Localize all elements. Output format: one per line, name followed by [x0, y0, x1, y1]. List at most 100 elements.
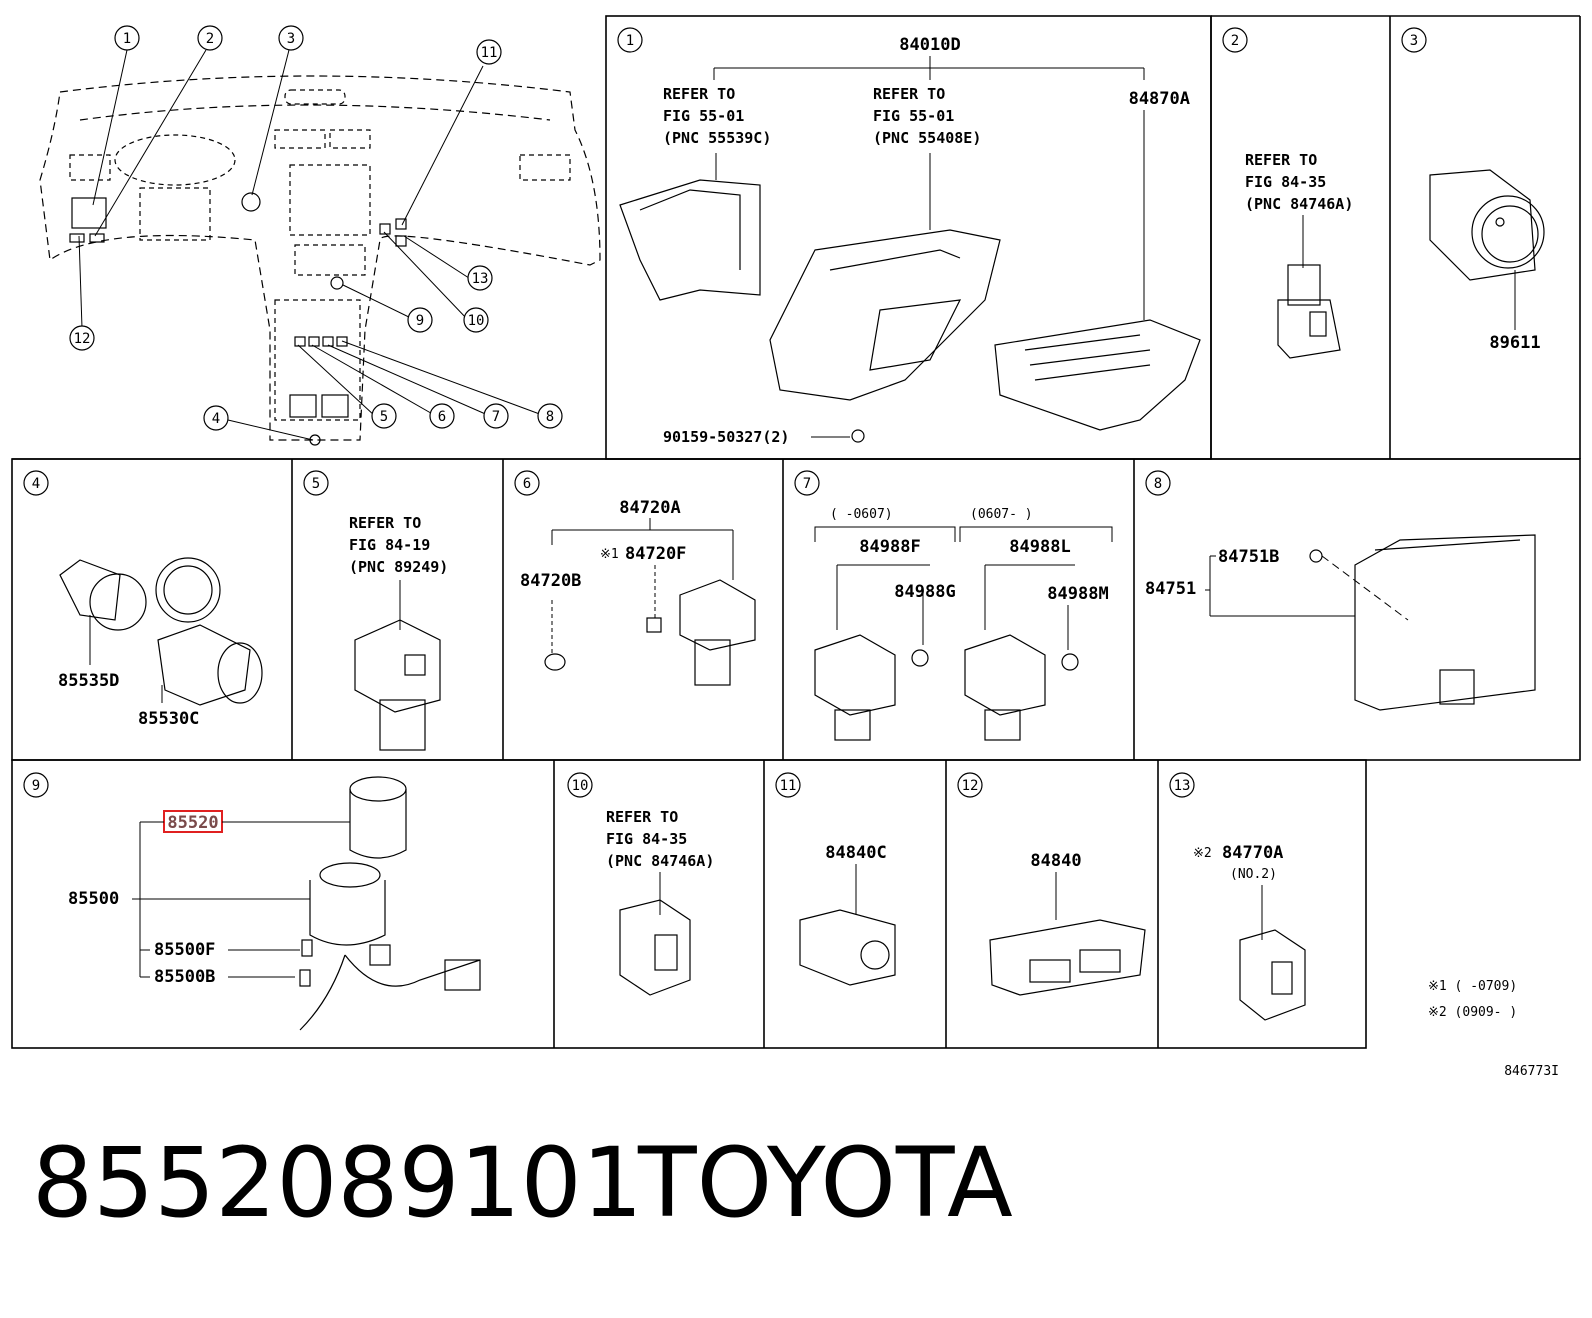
- p5-refer-2: FIG 84-19: [349, 536, 430, 554]
- p7-range-b: (0607- ): [970, 507, 1033, 522]
- part-85530C: 85530C: [138, 709, 199, 729]
- panel-10: 10 REFER TO FIG 84-35 (PNC 84746A): [567, 772, 714, 996]
- p6-switch-drawing: [544, 579, 756, 686]
- part-85535D: 85535D: [58, 671, 119, 691]
- callout-6: 6: [438, 409, 446, 425]
- p1-refer-b-3: (PNC 55408E): [873, 129, 981, 147]
- part-85500B: 85500B: [154, 967, 215, 987]
- part-85520-highlighted: 85520: [167, 813, 218, 833]
- panel-9: 9 85520 85500 85500F 85500B: [23, 772, 481, 1031]
- panel-11-index: 11: [780, 778, 797, 794]
- p10-switch-drawing: [619, 899, 691, 996]
- part-84988M: 84988M: [1047, 584, 1108, 604]
- p1-refer-a-3: (PNC 55539C): [663, 129, 771, 147]
- panel-13: 13 ※2 84770A (NO.2): [1169, 772, 1306, 1021]
- callout-2: 2: [206, 31, 214, 47]
- part-84988L: 84988L: [1009, 537, 1070, 557]
- panel-2-index: 2: [1231, 33, 1239, 49]
- p1-refer-a-2: FIG 55-01: [663, 107, 744, 125]
- dashboard-overview: [39, 75, 601, 446]
- part-84770A: 84770A: [1222, 843, 1283, 863]
- p10-refer-2: FIG 84-35: [606, 830, 687, 848]
- callout-1: 1: [123, 31, 131, 47]
- overview-leaders: [78, 49, 546, 441]
- callout-11: 11: [481, 45, 498, 61]
- part-84751: 84751: [1145, 579, 1196, 599]
- callout-8: 8: [546, 409, 554, 425]
- panel-12: 12 84840: [957, 772, 1146, 996]
- panel-11: 11 84840C: [775, 772, 896, 986]
- note-1: ※1 ( -0709): [1428, 979, 1517, 994]
- panel-13-index: 13: [1174, 778, 1191, 794]
- panel-8-index: 8: [1154, 476, 1162, 492]
- p2-switch-drawing: [1277, 264, 1341, 359]
- panel-9-index: 9: [32, 778, 40, 794]
- callout-12: 12: [74, 331, 91, 347]
- panel-3-index: 3: [1410, 33, 1418, 49]
- panel-5: 5 REFER TO FIG 84-19 (PNC 89249): [303, 470, 448, 751]
- p1-screw: 90159-50327(2): [663, 428, 789, 446]
- part-84988G: 84988G: [894, 582, 955, 602]
- p7-range-a: ( -0607): [830, 507, 893, 522]
- notes: ※1 ( -0709) ※2 (0909- ) 846773I: [1428, 979, 1559, 1079]
- footer-brand: TOYOTA: [638, 1127, 1013, 1239]
- p6-note-mark: ※1: [600, 547, 619, 562]
- panel-1-index: 1: [626, 33, 634, 49]
- figure-code: 846773I: [1504, 1064, 1559, 1079]
- panel-3: 3 89611: [1401, 27, 1545, 353]
- part-89611: 89611: [1489, 333, 1540, 353]
- p13-switch-drawing: [1239, 929, 1306, 1021]
- callout-7: 7: [492, 409, 500, 425]
- panel-4: 4 85535D 85530C: [23, 470, 263, 729]
- p5-refer-3: (PNC 89249): [349, 558, 448, 576]
- part-85500: 85500: [68, 889, 119, 909]
- part-85500F: 85500F: [154, 940, 215, 960]
- p3-start-button-drawing: [1429, 169, 1545, 281]
- p1-console-drawing: [619, 179, 1201, 443]
- p2-refer-1: REFER TO: [1245, 151, 1317, 169]
- p1-refer-b-1: REFER TO: [873, 85, 945, 103]
- p9-lighter-drawing: [299, 776, 481, 1031]
- parts-diagram: 1 2 3 4 5 6 7 8 9 10 11 12 13 1 84010D R…: [11, 15, 1581, 1079]
- part-84720B: 84720B: [520, 571, 581, 591]
- p8-ecu-drawing: [1309, 534, 1536, 711]
- panel-6: 6 84720A ※1 84720F 84720B: [514, 470, 756, 686]
- callout-10: 10: [468, 313, 485, 329]
- note-2: ※2 (0909- ): [1428, 1005, 1517, 1020]
- overview-callout-numbers: 1 2 3 4 5 6 7 8 9 10 11 12 13: [74, 31, 555, 427]
- panel-1: 1 84010D REFER TO FIG 55-01 (PNC 55539C)…: [617, 27, 1201, 446]
- p13-sub: (NO.2): [1230, 867, 1277, 882]
- panel-12-index: 12: [962, 778, 979, 794]
- p2-refer-2: FIG 84-35: [1245, 173, 1326, 191]
- panel-borders: [11, 15, 1581, 1049]
- p1-refer-a-1: REFER TO: [663, 85, 735, 103]
- part-84751B: 84751B: [1218, 547, 1279, 567]
- p1-refer-b-2: FIG 55-01: [873, 107, 954, 125]
- callout-13: 13: [472, 271, 489, 287]
- callout-9: 9: [416, 313, 424, 329]
- panel-5-index: 5: [312, 476, 320, 492]
- p2-refer-3: (PNC 84746A): [1245, 195, 1353, 213]
- p5-switch-drawing: [354, 619, 441, 751]
- panel-7: 7 ( -0607) (0607- ) 84988F 84988G 84988L…: [794, 470, 1113, 741]
- p4-socket-drawing: [59, 557, 263, 706]
- p10-refer-1: REFER TO: [606, 808, 678, 826]
- part-84010D: 84010D: [899, 35, 960, 55]
- part-84870A: 84870A: [1129, 89, 1190, 109]
- part-84720F: 84720F: [625, 544, 686, 564]
- callout-4: 4: [212, 411, 220, 427]
- p13-note-mark: ※2: [1193, 846, 1212, 861]
- panel-8: 8 84751B 84751: [1145, 470, 1536, 711]
- panel-6-index: 6: [523, 476, 531, 492]
- p5-refer-1: REFER TO: [349, 514, 421, 532]
- part-84720A: 84720A: [619, 498, 680, 518]
- overview-callouts: [69, 25, 563, 431]
- panel-10-index: 10: [572, 778, 589, 794]
- panel-2: 2 REFER TO FIG 84-35 (PNC 84746A): [1222, 27, 1353, 359]
- callout-5: 5: [380, 409, 388, 425]
- footer-part-number: 8552089101: [32, 1127, 643, 1239]
- callout-3: 3: [287, 31, 295, 47]
- part-84840C: 84840C: [825, 843, 886, 863]
- part-84840: 84840: [1030, 851, 1081, 871]
- panel-4-index: 4: [32, 476, 40, 492]
